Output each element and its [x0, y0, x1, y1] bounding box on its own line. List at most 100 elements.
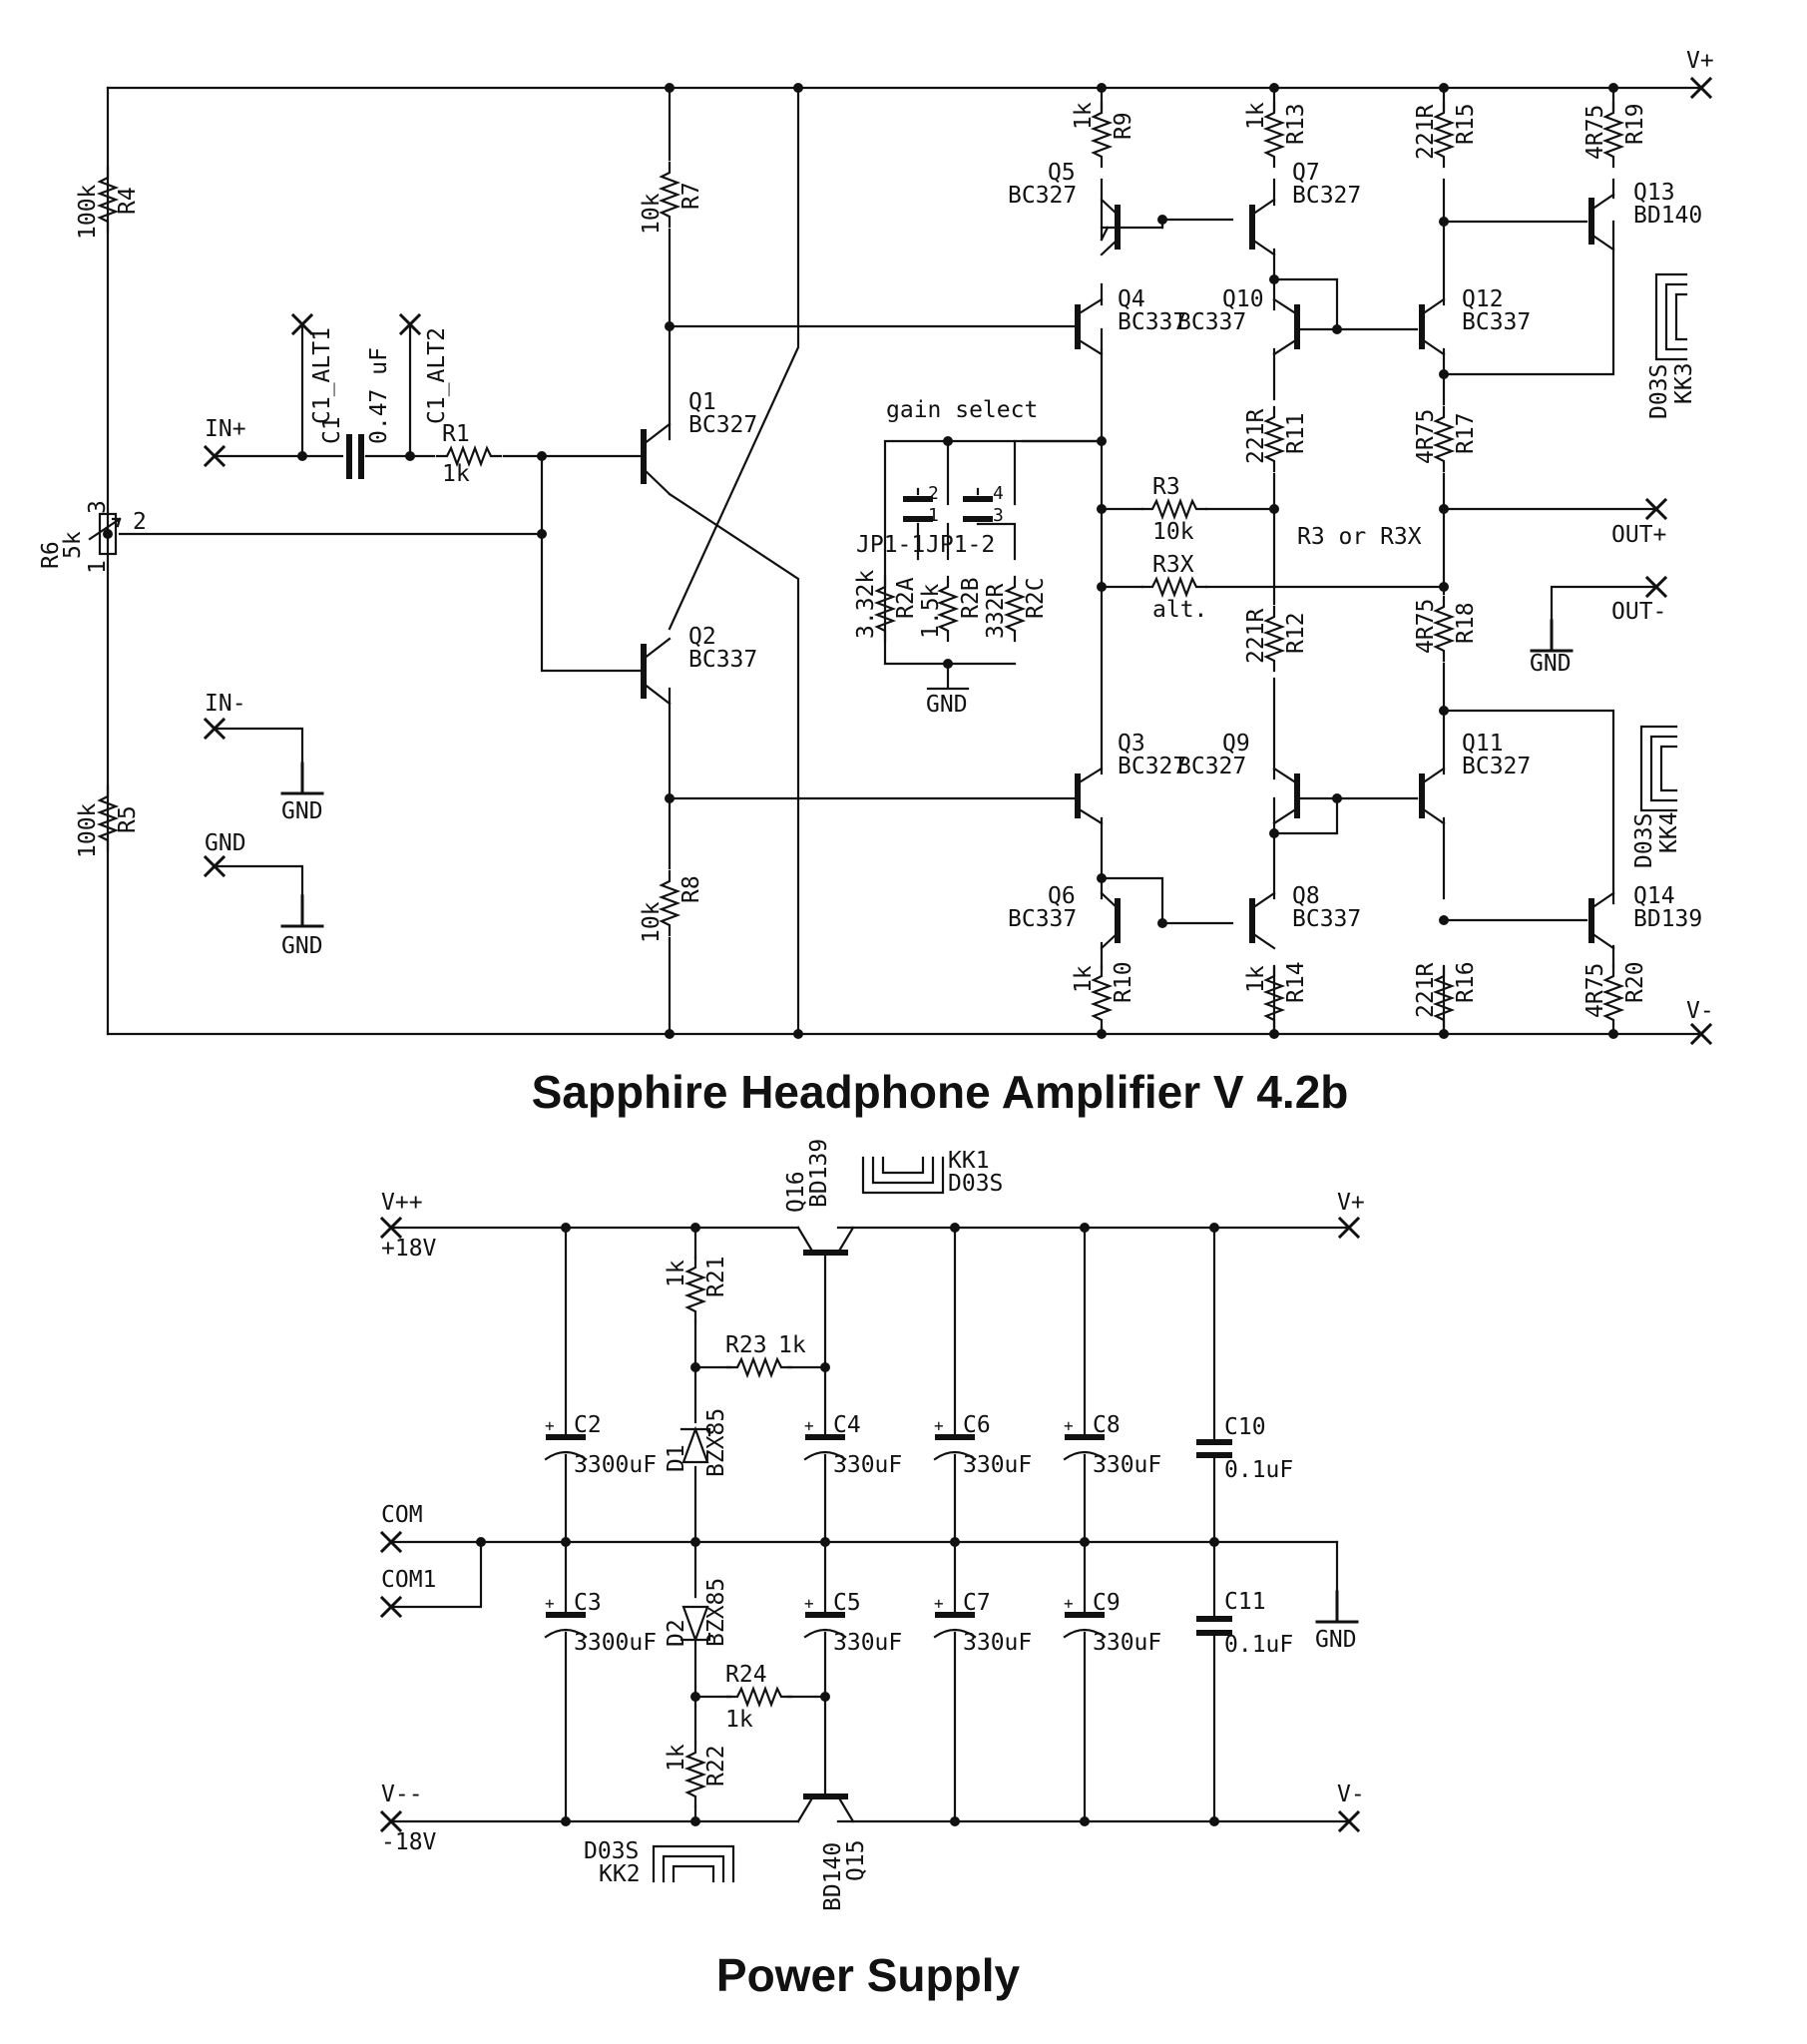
r10-name: R10: [1111, 961, 1136, 1003]
vneg-label: V-: [1686, 998, 1714, 1024]
r19-value: 4R75: [1582, 105, 1608, 160]
kk4-name: KK4: [1656, 811, 1682, 853]
psu-terminals: [380, 1217, 1360, 1832]
jp1-label: JP1-1: [856, 532, 925, 558]
q7-name: Q7: [1292, 160, 1320, 186]
d1-part: BZX85: [703, 1408, 729, 1477]
r22-name: R22: [703, 1745, 729, 1787]
out-pos-label: OUT+: [1611, 522, 1666, 548]
d2-part: BZX85: [703, 1578, 729, 1647]
r1-name: R1: [442, 421, 470, 447]
r13-name: R13: [1283, 103, 1309, 145]
vpp-label: V++: [381, 1190, 423, 1216]
r24-name: R24: [725, 1662, 767, 1688]
r10-value: 1k: [1071, 965, 1097, 993]
vpp-volt: +18V: [381, 1236, 437, 1262]
r11-name: R11: [1283, 412, 1309, 454]
c9-plus: +: [1064, 1594, 1074, 1613]
c7-value: 330uF: [963, 1630, 1032, 1656]
heatsink-kk4: [1639, 725, 1678, 812]
c7-name: C7: [963, 1590, 991, 1616]
q5-part: BC327: [1008, 183, 1077, 209]
c9-name: C9: [1093, 1590, 1121, 1616]
q14-part: BD139: [1633, 906, 1702, 932]
c2-name: C2: [574, 1412, 602, 1438]
r15-value: 221R: [1413, 104, 1439, 160]
com-label: COM: [381, 1502, 423, 1528]
kk1-part: D03S: [948, 1171, 1003, 1197]
psu-vneg-label: V-: [1337, 1782, 1365, 1807]
r12-name: R12: [1283, 612, 1309, 654]
r3x-name: R3X: [1152, 552, 1194, 578]
q14-name: Q14: [1633, 883, 1675, 909]
heatsink-kk2: [652, 1844, 735, 1883]
r14-name: R14: [1283, 961, 1309, 1003]
q3-name: Q3: [1118, 731, 1145, 757]
q8-part: BC337: [1292, 906, 1361, 932]
jp-pin2: 2: [928, 483, 939, 504]
q8-name: Q8: [1292, 883, 1320, 909]
r2b-value: 1.5k: [918, 583, 944, 639]
r12-value: 221R: [1243, 608, 1269, 664]
com1-label: COM1: [381, 1567, 436, 1593]
heatsink-kk1: [861, 1156, 945, 1195]
amp-resistors: [98, 101, 1623, 1032]
psu-wiring: [389, 1226, 1351, 1823]
kk2-name: KK2: [599, 1861, 641, 1887]
jp-pin3: 3: [993, 505, 1004, 526]
r22-value: 1k: [664, 1744, 689, 1772]
r23-name: R23: [725, 1332, 767, 1358]
c5-name: C5: [833, 1590, 861, 1616]
q5-name: Q5: [1048, 160, 1076, 186]
r6-pin2: 2: [133, 509, 147, 535]
q3-part: BC327: [1118, 754, 1186, 779]
gnd-in-label: GND: [205, 830, 246, 856]
kk1-name: KK1: [948, 1148, 990, 1174]
q1-part: BC327: [688, 412, 757, 438]
q9-name: Q9: [1222, 731, 1250, 757]
r5-value: 100k: [75, 802, 101, 858]
kk3-name: KK3: [1671, 362, 1697, 404]
r16-value: 221R: [1413, 962, 1439, 1018]
r19-name: R19: [1622, 103, 1648, 145]
gnd4-label: GND: [926, 692, 968, 718]
q9-part: BC327: [1177, 754, 1246, 779]
q15-name: Q15: [843, 1839, 869, 1881]
r16-name: R16: [1453, 961, 1479, 1003]
r15-name: R15: [1453, 103, 1479, 145]
gain-select-label: gain select: [886, 397, 1038, 423]
r6-value: 5k: [60, 531, 86, 559]
q4-part: BC337: [1118, 309, 1186, 335]
amp-labels: V+ V- IN+ IN- GND GND GND GND GND OUT+ O…: [38, 48, 1714, 1024]
r13-value: 1k: [1243, 102, 1269, 130]
r14-value: 1k: [1243, 965, 1269, 993]
r6-pin3: 3: [85, 500, 111, 514]
q15-part: BD140: [820, 1842, 846, 1911]
r11-value: 221R: [1243, 408, 1269, 464]
q16-name: Q16: [783, 1171, 809, 1213]
r1-value: 1k: [442, 461, 470, 487]
heatsink-kk3: [1654, 272, 1688, 361]
c4-plus: +: [804, 1416, 814, 1435]
q10-name: Q10: [1222, 286, 1264, 312]
c1-capacitor: [346, 434, 364, 479]
q7-part: BC327: [1292, 183, 1361, 209]
r2c-value: 332R: [983, 583, 1009, 639]
in-pos-label: IN+: [205, 416, 246, 442]
r4-value: 100k: [75, 184, 101, 240]
q2-name: Q2: [688, 624, 716, 650]
c3-name: C3: [574, 1590, 602, 1616]
q13-part: BD140: [1633, 203, 1702, 229]
d2-name: D2: [664, 1619, 689, 1647]
in-neg-label: IN-: [205, 691, 246, 717]
kk4-part: D03S: [1631, 813, 1657, 868]
vmm-volt: -18V: [381, 1829, 437, 1855]
q1-name: Q1: [688, 389, 716, 415]
r2c-name: R2C: [1023, 577, 1049, 619]
r21-name: R21: [703, 1256, 729, 1297]
r2a-name: R2A: [893, 577, 919, 619]
gnd2-label: GND: [281, 933, 323, 959]
psu-zeners: [679, 1425, 711, 1644]
c10-name: C10: [1224, 1414, 1266, 1440]
